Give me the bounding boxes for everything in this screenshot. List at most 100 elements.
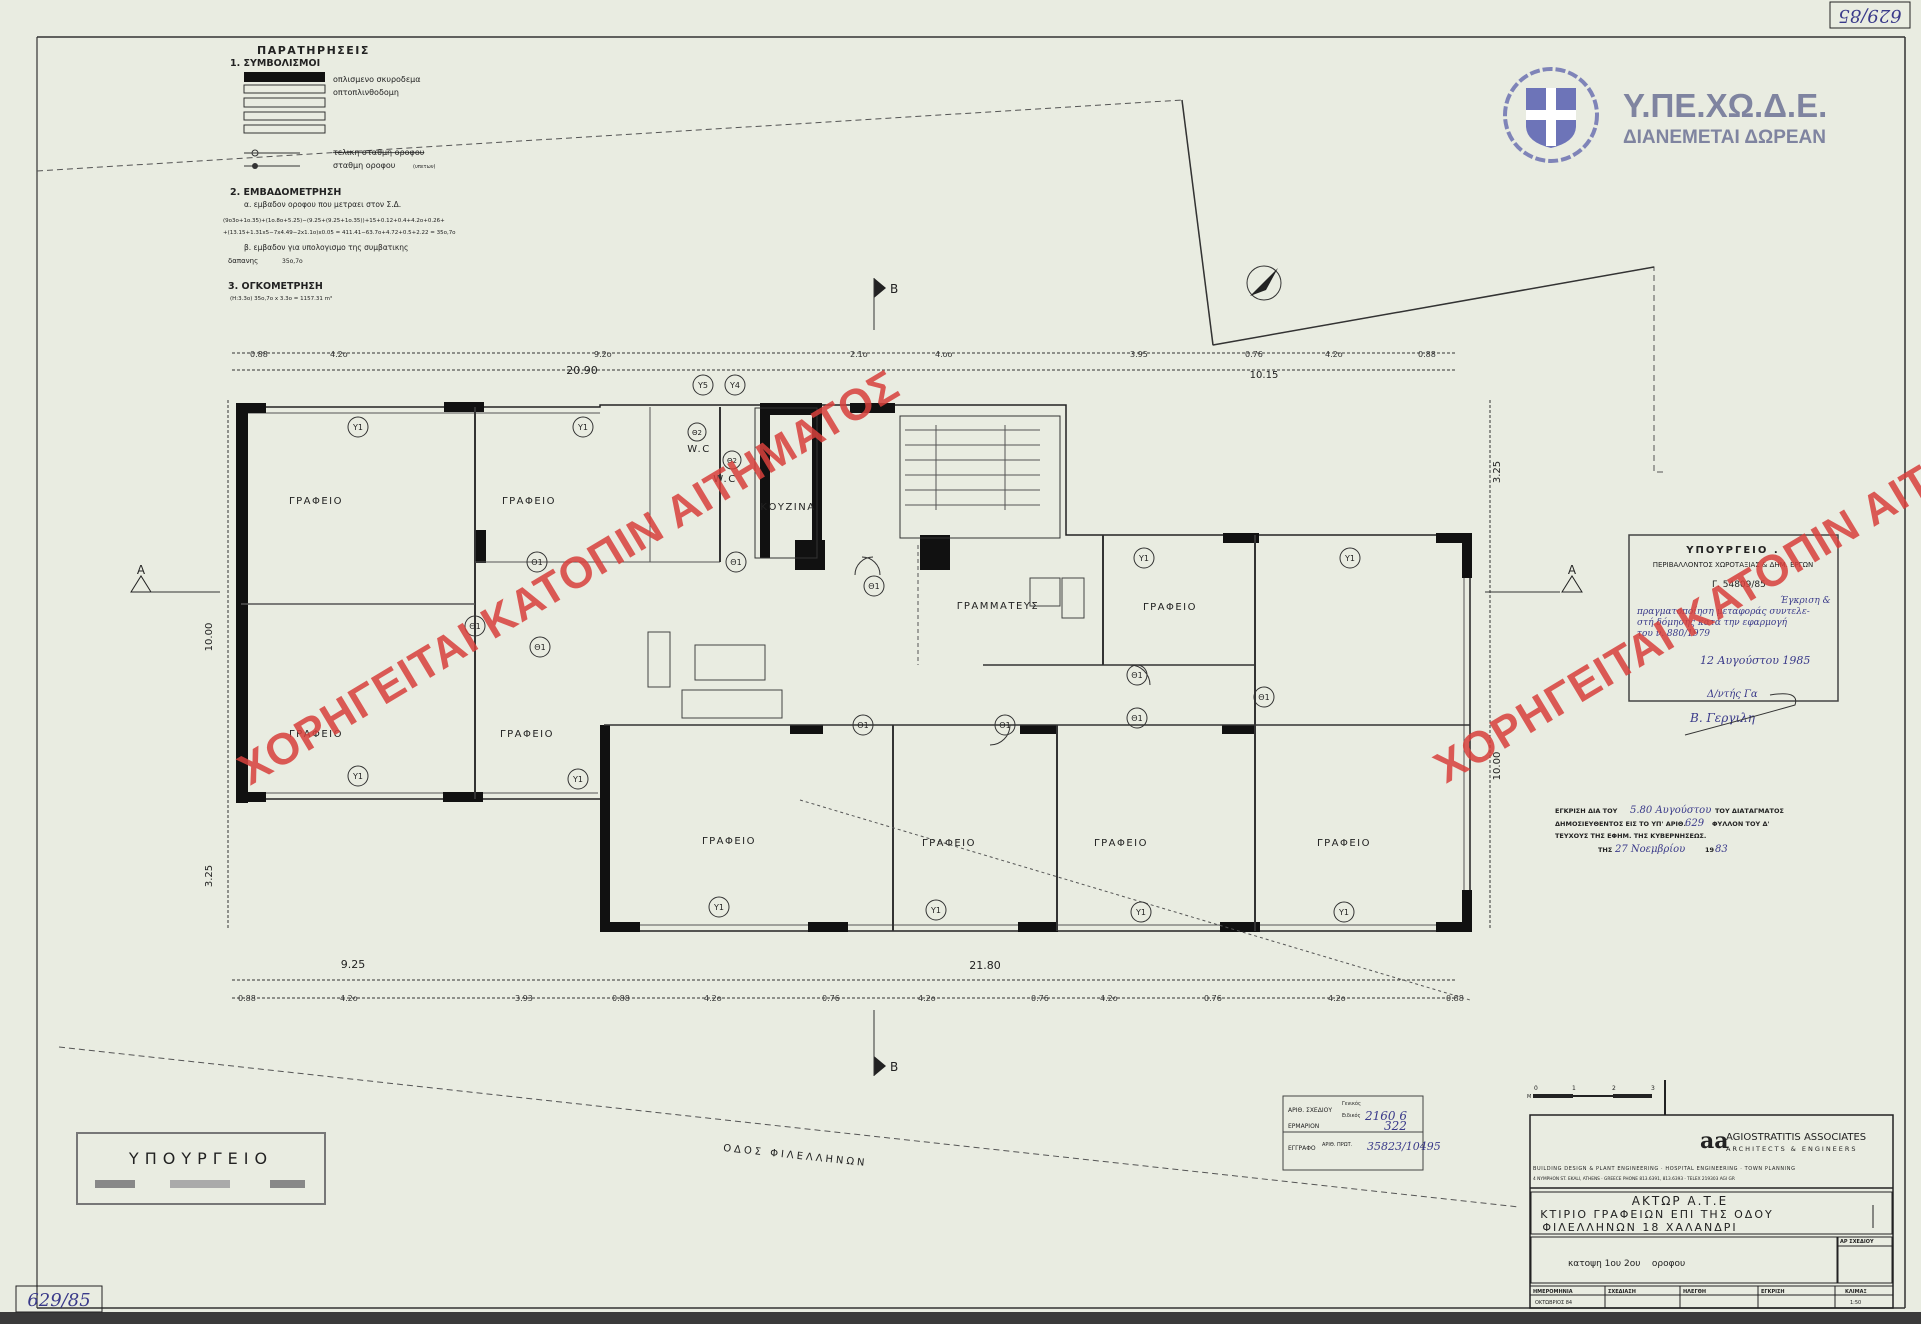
svg-text:BUILDING DESIGN & PLANT ENGINE: BUILDING DESIGN & PLANT ENGINEERING · HO… [1533,1166,1796,1172]
svg-text:10.15: 10.15 [1250,370,1279,381]
symbol-t2: Θ2 [722,450,742,470]
svg-text:A: A [1568,563,1577,577]
svg-text:ΓΡΑΦΕΙΟ: ΓΡΑΦΕΙΟ [922,838,976,849]
svg-text:4.2o: 4.2o [1328,994,1346,1003]
svg-text:9.2o: 9.2o [594,350,612,359]
svg-text:629: 629 [1685,818,1705,829]
svg-text:A: A [137,563,146,577]
svg-text:ΓΡΑΦΕΙΟ: ΓΡΑΦΕΙΟ [702,836,756,847]
svg-text:Υ1: Υ1 [1344,554,1355,563]
svg-text:629/85: 629/85 [27,1290,90,1311]
svg-text:ΚΤΙΡΙΟ ΓΡΑΦΕΙΩΝ ΕΠΙ ΤΗΣ ΟΔΟΥ: ΚΤΙΡΙΟ ΓΡΑΦΕΙΩΝ ΕΠΙ ΤΗΣ ΟΔΟΥ [1540,1208,1773,1221]
svg-text:Θ1: Θ1 [534,643,545,652]
svg-text:Β. Γεργιλη: Β. Γεργιλη [1689,711,1756,725]
scale-bar: M 0 1 2 3 [1527,1085,1655,1100]
room-labels: ΓΡΑΦΕΙΟ ΓΡΑΦΕΙΟ ΓΡΑΦΕΙΟ ΓΡΑΦΕΙΟ ΓΡΑΜΜΑΤΕ… [289,444,1371,849]
legend-swatch-concrete [244,72,325,82]
svg-text:+(13.15+1.31x5−7x4.49−2x1.1o)x: +(13.15+1.31x5−7x4.49−2x1.1o)x0.05 = 411… [223,230,456,236]
symbol-t1: Θ1 [526,551,548,573]
svg-text:83: 83 [1715,844,1728,855]
svg-text:τελικη σταθμη οροφου: τελικη σταθμη οροφου [333,148,425,157]
symbol-t1: Θ1 [1126,707,1148,729]
svg-text:ΚΛΙΜΑΞ: ΚΛΙΜΑΞ [1845,1289,1867,1295]
svg-text:20.90: 20.90 [566,364,598,377]
archive-stamp: ΑΡΙΘ. ΣΧΕΔΙΟΥ Γενικός Ειδικός 2160 6 ΕΡΜ… [1282,1095,1441,1171]
symbol-y1: Υ1 [708,896,730,918]
svg-text:M: M [1527,1094,1531,1100]
section-marks: A A B B [130,278,1583,1076]
signature-flourish [1684,693,1797,736]
symbol-t1: Θ1 [725,551,747,573]
svg-text:2.1o: 2.1o [850,350,868,359]
svg-text:4.oo: 4.oo [935,350,953,359]
svg-text:δαπανης: δαπανης [228,257,258,265]
symbol-y1: Υ1 [572,416,594,438]
svg-text:Υ1: Υ1 [1338,908,1349,917]
svg-text:κατοψη 1ου 2ου οροφου: κατοψη 1ου 2ου οροφου [1568,1259,1685,1269]
svg-text:2160 6: 2160 6 [1364,1109,1407,1123]
svg-text:στή δόμησης κατά την εφαρμογή: στή δόμησης κατά την εφαρμογή [1637,617,1788,628]
symbol-y5: Υ5 [692,374,714,396]
svg-text:σταθμη οροφου: σταθμη οροφου [333,161,396,170]
svg-text:(υπετων): (υπετων) [413,164,436,170]
svg-text:4.2o: 4.2o [918,994,936,1003]
svg-text:ΗΜΕΡΟΜΗΝΙΑ: ΗΜΕΡΟΜΗΝΙΑ [1533,1289,1573,1295]
svg-text:3.93: 3.93 [515,994,533,1003]
svg-text:Υ1: Υ1 [352,423,363,432]
legend: ΠΑΡΑΤΗΡΗΣΕΙΣ 1. ΣΥΜΒΟΛΙΣΜΟΙ οπλισμενο σκ… [223,44,456,302]
firm-logo: aa [1700,1128,1729,1154]
svg-text:B: B [890,282,898,296]
svg-text:ΤΗΣ: ΤΗΣ [1598,846,1612,854]
svg-text:4.2o: 4.2o [1100,994,1118,1003]
svg-text:ΓΡΑΦΕΙΟ: ΓΡΑΦΕΙΟ [1317,838,1371,849]
svg-text:Έγκριση &: Έγκριση & [1780,595,1831,606]
svg-text:β. εμβαδον για υπολογισμο της: β. εμβαδον για υπολογισμο της συμβατικης [244,243,408,252]
svg-text:ΚΟΥΖΙΝΑ: ΚΟΥΖΙΝΑ [760,502,815,513]
svg-text:Υ1: Υ1 [352,772,363,781]
approval-note: ΕΓΚΡΙΣΗ ΔΙΑ ΤΟΥ 5.80 Αυγούστου ΤΟΥ ΔΙΑΤΑ… [1555,805,1784,855]
svg-text:3.95: 3.95 [1130,350,1148,359]
svg-text:Υ1: Υ1 [1135,908,1146,917]
ministry-stamp-bottom-left: ΥΠΟΥΡΓΕΙΟ [76,1132,326,1205]
svg-text:ΥΠΟΥΡΓΕΙΟ .: ΥΠΟΥΡΓΕΙΟ . [1685,545,1779,556]
staircase [899,415,1061,539]
svg-text:ΓΡΑΦΕΙΟ: ΓΡΑΦΕΙΟ [289,729,343,740]
symbol-y1: Υ1 [1333,901,1355,923]
svg-text:ΑΡΙΘ. ΠΡΩΤ.: ΑΡΙΘ. ΠΡΩΤ. [1322,1142,1353,1148]
svg-text:Θ1: Θ1 [730,558,741,567]
svg-text:ΦΥΛΛΟΝ ΤΟΥ Δ': ΦΥΛΛΟΝ ΤΟΥ Δ' [1712,820,1769,828]
level-marker-icon [244,149,300,169]
symbol-y1: Υ1 [925,899,947,921]
svg-text:12 Αυγούστου 1985: 12 Αυγούστου 1985 [1700,654,1810,667]
svg-text:27 Νοεμβρίου: 27 Νοεμβρίου [1614,844,1685,855]
svg-text:οπλισμενο σκυροδεμα: οπλισμενο σκυροδεμα [333,75,421,84]
symbol-t1: Θ1 [464,615,486,637]
svg-text:0.88: 0.88 [1418,350,1436,359]
svg-text:Υ5: Υ5 [697,381,708,390]
svg-text:Θ1: Θ1 [857,721,868,730]
symbol-y4: Υ4 [724,374,746,396]
symbol-y1: Υ1 [1339,547,1361,569]
svg-text:Υ1: Υ1 [577,423,588,432]
svg-text:19: 19 [1705,846,1715,854]
svg-text:Θ1: Θ1 [469,622,480,631]
dimension-lines: 20.90 10.15 9.25 21.80 10.00 3.25 3.25 1… [204,350,1503,1003]
svg-text:ΤΟΥ ΔΙΑΤΑΓΜΑΤΟΣ: ΤΟΥ ΔΙΑΤΑΓΜΑΤΟΣ [1715,807,1784,815]
svg-text:AGIOSTRATITIS ASSOCIATES: AGIOSTRATITIS ASSOCIATES [1726,1132,1866,1143]
svg-text:Θ1: Θ1 [1131,714,1142,723]
svg-text:Δ/ντής Γα: Δ/ντής Γα [1706,689,1758,700]
svg-text:ΓΡΑΦΕΙΟ: ΓΡΑΦΕΙΟ [1143,602,1197,613]
svg-text:5.80 Αυγούστου: 5.80 Αυγούστου [1630,805,1711,816]
svg-text:ΕΓΚΡΙΣΗ ΔΙΑ ΤΟΥ: ΕΓΚΡΙΣΗ ΔΙΑ ΤΟΥ [1555,807,1618,815]
svg-text:ΕΓΚΡΙΣΗ: ΕΓΚΡΙΣΗ [1761,1289,1785,1295]
svg-text:3.25: 3.25 [204,865,215,887]
svg-text:Υ1: Υ1 [930,906,941,915]
north-arrow-icon [1246,265,1282,301]
fixture-symbols: Υ1 Υ1 Υ1 Υ1 Υ1 Υ1 Υ1 Υ1 Υ1 Υ1 Θ1 Θ1 Θ1 Θ… [347,374,1361,923]
svg-text:4 NYMPHON ST. EKALI, ATHENS ·: 4 NYMPHON ST. EKALI, ATHENS · GREECE PHO… [1533,1176,1735,1182]
svg-text:ΓΡΑΦΕΙΟ: ΓΡΑΦΕΙΟ [500,729,554,740]
symbol-t2: Θ2 [687,422,707,442]
